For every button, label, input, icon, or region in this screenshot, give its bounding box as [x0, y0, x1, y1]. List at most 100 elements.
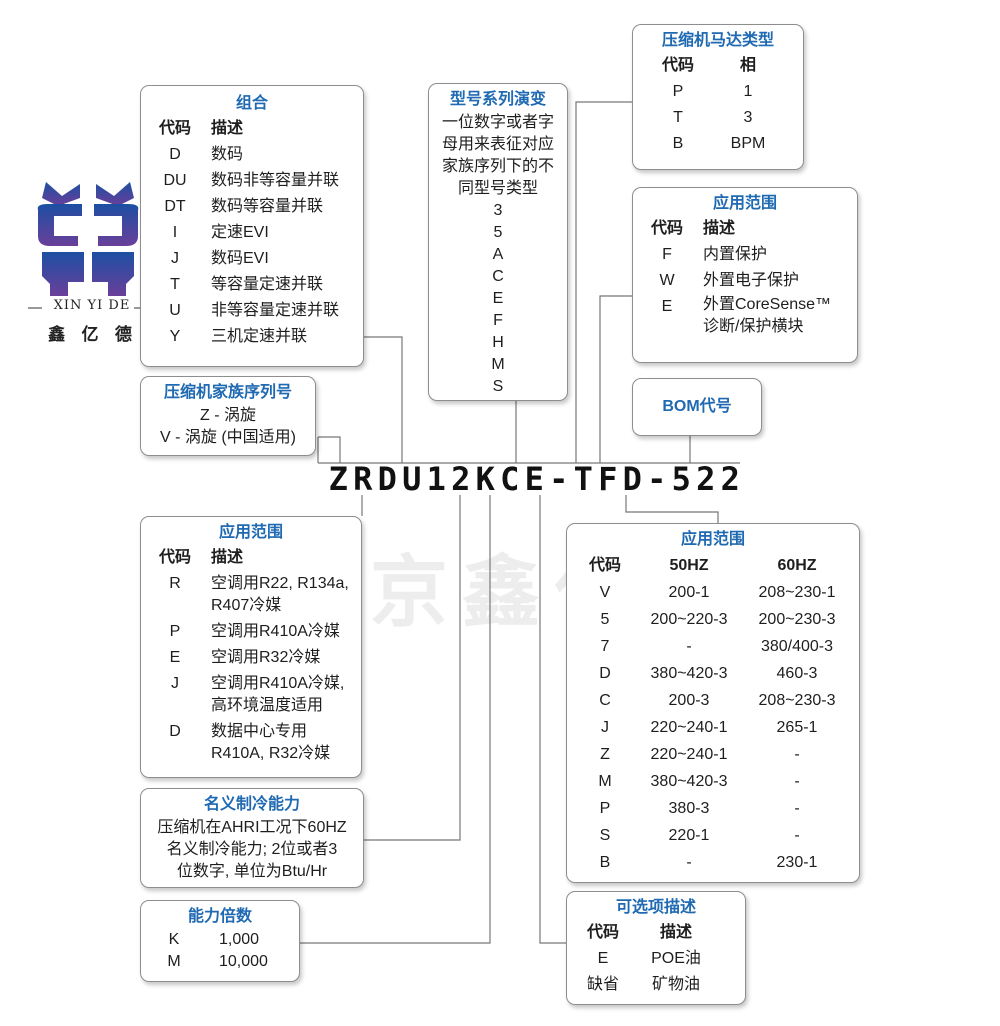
motor-code: P: [672, 83, 684, 100]
combo-code: J: [171, 250, 179, 267]
motor-title: 压缩机马达类型: [661, 32, 774, 49]
combo-code: Y: [169, 328, 181, 345]
refrigerant-desc-line: 空调用R410A冷媒: [211, 623, 340, 640]
model-char: D: [622, 460, 642, 498]
series-desc-line: 同型号类型: [457, 180, 538, 197]
refrigerant-desc-line: 空调用R410A冷媒,: [211, 675, 345, 692]
refrigerant-desc-line: R407冷媒: [211, 597, 282, 614]
voltage-code: B: [599, 853, 611, 871]
voltage-code: 7: [600, 637, 610, 655]
refrigerant-row: P 空调用R410A冷媒: [151, 619, 351, 645]
model-char: 1: [426, 460, 446, 498]
voltage-60hz: -: [794, 799, 800, 817]
voltage-50hz: 380-3: [668, 799, 710, 817]
voltage-row: B-230-1: [575, 849, 851, 876]
logo-text-en: XIN YI DE: [53, 298, 131, 313]
multiplier-code: K: [168, 931, 180, 948]
refrigerant-title: 应用范围: [218, 524, 283, 541]
voltage-code: S: [599, 826, 611, 844]
logo-text-cn: 鑫 亿 德: [48, 325, 132, 344]
voltage-50hz: 380~420-3: [650, 664, 728, 682]
model-char: T: [573, 460, 593, 498]
series-desc: 一位数字或者字母用来表征对应家族序列下的不同型号类型: [435, 112, 561, 200]
voltage-code: Z: [600, 745, 610, 763]
voltage-50hz: 200-1: [668, 583, 710, 601]
oil-code: E: [597, 950, 609, 967]
series-code: A: [492, 246, 504, 263]
voltage-row: M 380~420-3 -: [575, 768, 851, 795]
combo-desc: 数码非等容量并联: [211, 172, 340, 189]
series-desc-line: 家族序列下的不: [441, 158, 554, 175]
motor-code: B: [672, 135, 684, 152]
combo-code: I: [172, 224, 178, 241]
series-code: E: [492, 290, 504, 307]
model-char: K: [475, 460, 495, 498]
capacity-line: 位数字, 单位为Btu/Hr: [176, 863, 328, 880]
protection-desc-line: 外置电子保护: [703, 272, 800, 289]
refrigerant-code: D: [169, 723, 181, 740]
refrigerant-code: P: [169, 623, 181, 640]
model-char: 2: [451, 460, 471, 498]
combo-code: D: [169, 146, 181, 163]
refrigerant-header: 代码 描述: [158, 549, 244, 566]
oil-header: 代码 描述: [586, 924, 692, 941]
voltage-code: M: [598, 772, 612, 790]
multiplier-title: 能力倍数: [187, 908, 252, 925]
model-char: U: [402, 460, 422, 498]
refrigerant-code: E: [169, 649, 181, 666]
voltage-60hz: -: [794, 772, 800, 790]
voltage-60hz: 200~230-3: [758, 610, 836, 628]
protection-desc-line: 诊断/保护横块: [703, 318, 804, 335]
series-desc-line: 母用来表征对应: [441, 136, 554, 153]
motor-phase: 3: [743, 109, 753, 126]
protection-code: E: [661, 298, 673, 315]
combo-row: J 数码EVI: [151, 246, 353, 272]
combo-code: U: [169, 302, 181, 319]
voltage-60hz: -: [794, 745, 800, 763]
series-code: F: [493, 312, 503, 329]
bom-title: BOM代号: [662, 398, 732, 415]
protection-desc-line: 外置CoreSense™: [703, 296, 832, 313]
protection-desc-line: 内置保护: [703, 246, 768, 263]
protection-desc: 外置电子保护: [691, 268, 799, 294]
protection-header: 代码 描述: [650, 220, 736, 237]
oil-desc: 矿物油: [651, 976, 700, 993]
combo-desc: 数码EVI: [211, 250, 269, 267]
voltage-50hz: 200~220-3: [650, 610, 728, 628]
voltage-60hz: 230-1: [776, 853, 818, 871]
voltage-50hz: 380~420-3: [650, 772, 728, 790]
series-code: H: [492, 334, 504, 351]
protection-desc: 外置CoreSense™ 诊断/保护横块: [691, 294, 831, 338]
voltage-50hz: 200-3: [668, 691, 710, 709]
refrigerant-code: R: [169, 575, 181, 592]
combo-desc: 数码: [211, 146, 244, 163]
combo-row: D 数码: [151, 142, 353, 168]
